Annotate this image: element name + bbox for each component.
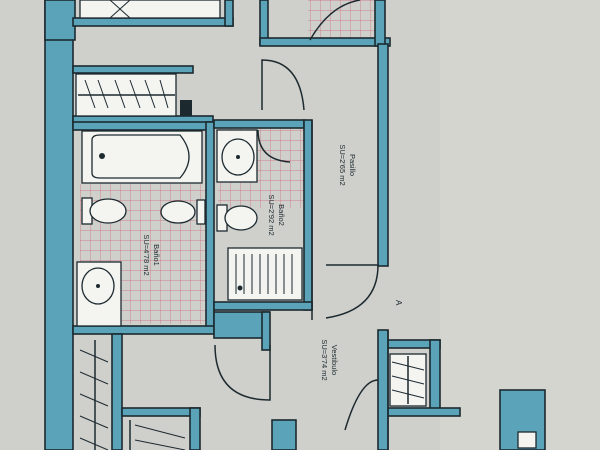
- vestibulo-area: SU=3'74 m2: [320, 339, 329, 380]
- vestibulo-name: Vestibulo: [330, 345, 339, 375]
- label-pasillo: Pasillo SU=2'65 m2: [338, 144, 357, 185]
- wall-bottom-left-b: [121, 407, 201, 417]
- wall-wardrobe-top: [72, 65, 194, 74]
- wall-bottom-left-a: [111, 333, 123, 450]
- wall-bano1-bottom: [72, 325, 215, 335]
- toilet-icon-bano2: [216, 204, 258, 232]
- wall-hall-stub-2: [261, 311, 271, 351]
- wall-bottom-right-b: [429, 339, 441, 416]
- wall-top-right-bottom: [259, 37, 391, 47]
- door-swing-top-right: [309, 0, 361, 41]
- label-bano1: Baño1 SU=4'78 m2: [142, 234, 161, 275]
- bathtub-icon: [81, 130, 203, 184]
- shower-tray-icon: [227, 247, 303, 301]
- bed: [79, 0, 221, 19]
- wall-bano2-right: [303, 119, 313, 311]
- bano2-area: SU=2'92 m2: [267, 194, 276, 235]
- pasillo-area: SU=2'65 m2: [338, 144, 347, 185]
- wall-bottom-right-c: [379, 407, 461, 417]
- label-bano2: Baño2 SU=2'92 m2: [267, 194, 286, 235]
- sink-icon-bano2: [216, 129, 258, 183]
- door-swing-hall: [214, 344, 271, 401]
- door-swing-bottom-right: [325, 264, 379, 319]
- wall-top-bedroom-right: [224, 0, 234, 27]
- wall-hall-stub-1: [213, 311, 270, 339]
- wall-bano1-top: [72, 121, 214, 131]
- toilet-icon-bano1: [81, 197, 127, 225]
- door-swing-bottom: [344, 379, 379, 431]
- wardrobe-bottom-right: [389, 353, 537, 449]
- wall-corridor-right: [377, 43, 389, 267]
- wall-top-right-post: [374, 0, 386, 47]
- wall-top-bedroom: [72, 17, 234, 27]
- wall-bottom-left-c: [189, 407, 201, 450]
- wall-bano2-bottom: [213, 301, 313, 311]
- wall-bano2-top: [213, 119, 305, 129]
- door-swing-bano2: [257, 129, 291, 163]
- wall-bottom-right-e: [377, 329, 389, 450]
- bed-line-2: [109, 0, 131, 19]
- bano1-name: Baño1: [152, 244, 161, 266]
- wardrobe-top: [75, 73, 192, 117]
- label-vestibulo: Vestibulo SU=3'74 m2: [320, 339, 339, 380]
- wall-bottom-mid: [271, 419, 297, 450]
- wall-bano1-right: [205, 121, 215, 333]
- bidet-icon: [160, 199, 206, 225]
- wardrobe-bottom-left: [79, 340, 186, 450]
- pasillo-name: Pasillo: [348, 154, 357, 176]
- sink-icon-bano1: [76, 261, 122, 327]
- door-swing-top: [261, 59, 305, 111]
- bano1-area: SU=4'78 m2: [142, 234, 151, 275]
- bano2-name: Baño2: [277, 204, 286, 226]
- wall-left-inner-top: [44, 0, 76, 41]
- paper-shadow: [440, 0, 600, 450]
- wall-left-outer: [44, 0, 74, 450]
- section-mark-a: A: [394, 300, 403, 306]
